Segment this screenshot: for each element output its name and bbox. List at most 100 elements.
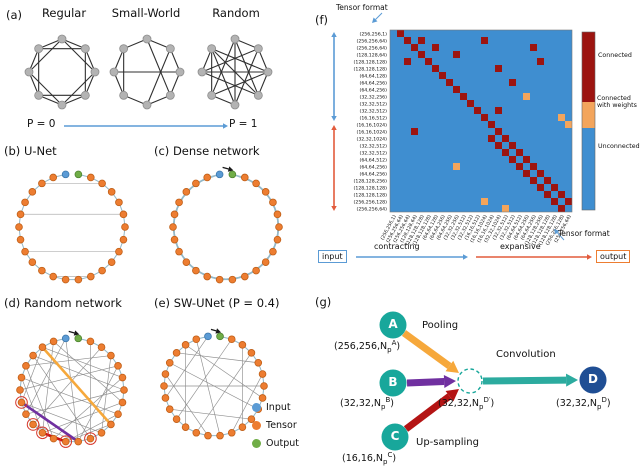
arrow-head bbox=[463, 254, 468, 260]
tensor-node bbox=[169, 223, 177, 231]
network-node bbox=[207, 44, 217, 54]
edge bbox=[211, 48, 269, 73]
edge bbox=[375, 12, 383, 20]
p-axis-arrow bbox=[64, 123, 228, 129]
highlighted-node-ring bbox=[15, 396, 28, 409]
dense-circular-graph bbox=[169, 166, 283, 284]
row-tick-label: (128,128,256) bbox=[354, 178, 388, 184]
heatmap-cell bbox=[502, 135, 509, 142]
edge bbox=[25, 365, 54, 439]
tensor-node bbox=[227, 335, 236, 344]
heatmap-cell bbox=[551, 184, 558, 191]
panel-g: (g) A B C D (256,256,NpA) (32,32,NpB) (1… bbox=[312, 292, 640, 467]
tensor-node bbox=[160, 382, 168, 390]
colorbar-segment bbox=[582, 128, 595, 210]
tensor-node bbox=[49, 173, 58, 182]
edge bbox=[42, 402, 123, 434]
row-tick-label: (128,128,128) bbox=[354, 192, 388, 198]
panel-d-label: (d) bbox=[4, 296, 21, 310]
tensor-format-top-label: Tensor format bbox=[336, 3, 388, 12]
row-tick-label: (16,16,1024) bbox=[357, 129, 388, 135]
arrow-head bbox=[331, 32, 337, 37]
tensor-node bbox=[170, 210, 179, 219]
network-node bbox=[253, 90, 263, 100]
edge bbox=[28, 38, 63, 73]
arrow-head bbox=[445, 360, 459, 373]
edge bbox=[41, 346, 112, 426]
tensor-node bbox=[161, 394, 170, 402]
heatmap-cell bbox=[495, 107, 502, 114]
row-tick-label: (64,64,256) bbox=[359, 87, 387, 93]
highlighted-node-ring bbox=[84, 432, 97, 445]
arrow-head bbox=[331, 125, 337, 130]
tensor-node bbox=[38, 343, 47, 352]
input-node bbox=[215, 170, 224, 179]
heatmap-cell bbox=[404, 37, 411, 44]
legend-row-input: Input bbox=[252, 398, 299, 416]
tensor-node bbox=[74, 437, 83, 446]
tensor-node bbox=[175, 198, 183, 207]
edge bbox=[53, 341, 123, 403]
tensor-node bbox=[28, 188, 37, 196]
tensor-node bbox=[114, 410, 122, 418]
panel-f-label: (f) bbox=[315, 13, 329, 27]
highlighted-node-ring bbox=[36, 426, 49, 440]
network-node bbox=[109, 67, 119, 77]
network-node bbox=[80, 90, 90, 100]
input-box: input bbox=[318, 250, 347, 263]
network-node bbox=[34, 44, 44, 54]
row-tick-label: (32,32,256) bbox=[359, 94, 387, 100]
colorbar-segment bbox=[582, 32, 595, 102]
tensor-node bbox=[16, 210, 25, 219]
edge bbox=[196, 352, 252, 433]
network-node bbox=[90, 67, 100, 77]
edge bbox=[28, 71, 63, 106]
heatmap-cell bbox=[516, 149, 523, 156]
heatmap-cell bbox=[509, 142, 516, 149]
edge bbox=[211, 38, 236, 96]
edge bbox=[169, 408, 252, 420]
tensor-node bbox=[16, 235, 25, 244]
tensor-node bbox=[275, 223, 283, 231]
row-tick-label: (64,64,256) bbox=[359, 171, 387, 177]
edge bbox=[176, 352, 259, 364]
panel-f: (256,256,1)(256,256,1)(256,256,64)(256,2… bbox=[310, 0, 640, 292]
panel-b-label: (b) bbox=[4, 144, 21, 158]
tensor-node bbox=[254, 358, 263, 367]
heatmap-cell bbox=[502, 149, 509, 156]
heatmap-cell bbox=[418, 37, 425, 44]
heatmap-cell bbox=[565, 198, 572, 205]
panel-a-label: (a) bbox=[6, 8, 23, 22]
panel-e: (e) SW-UNet (P = 0.4) bbox=[152, 292, 310, 467]
arrow-head bbox=[331, 116, 337, 121]
row-tick-label: (16,16,512) bbox=[359, 115, 387, 121]
output-node bbox=[216, 332, 224, 341]
heatmap-cell bbox=[432, 65, 439, 72]
tensor-node bbox=[61, 275, 70, 284]
edge bbox=[65, 413, 119, 442]
tensor-node bbox=[172, 349, 181, 357]
tensor-node bbox=[182, 258, 191, 266]
tensor-node bbox=[49, 337, 58, 346]
edge bbox=[482, 376, 567, 385]
tensor-node bbox=[269, 198, 277, 207]
edge bbox=[101, 355, 112, 433]
tensor-node bbox=[22, 362, 30, 370]
network-node bbox=[119, 44, 129, 54]
network-node bbox=[230, 100, 240, 110]
heatmap-cell bbox=[530, 177, 537, 184]
tensor-node bbox=[121, 223, 129, 231]
heatmap-cell bbox=[509, 156, 516, 163]
operation-arrows bbox=[401, 330, 578, 432]
edge bbox=[185, 344, 263, 399]
tensor-node bbox=[97, 343, 106, 352]
tensor-node bbox=[119, 235, 128, 244]
heatmap-cell bbox=[523, 156, 530, 163]
tensor-node bbox=[228, 275, 237, 284]
tensor-node bbox=[107, 420, 115, 429]
output-node bbox=[74, 334, 83, 343]
tensor-node bbox=[203, 272, 212, 281]
tensor-node bbox=[204, 431, 212, 440]
edge bbox=[53, 377, 123, 439]
tensor-node bbox=[215, 275, 224, 284]
